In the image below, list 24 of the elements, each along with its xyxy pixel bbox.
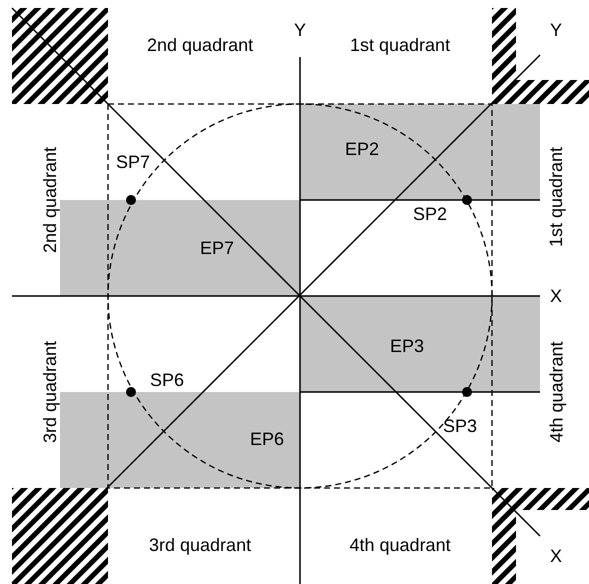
region-label: EP3 bbox=[390, 337, 424, 355]
axis-label: X bbox=[550, 287, 562, 305]
shaded-region bbox=[60, 200, 300, 296]
quadrant-label: 4th quadrant bbox=[547, 341, 566, 443]
quadrant-label: 2nd quadrant bbox=[147, 36, 254, 54]
region-label: EP6 bbox=[250, 430, 284, 448]
shaded-region bbox=[60, 392, 300, 488]
axis-label: Y bbox=[294, 21, 306, 39]
point-label: SP7 bbox=[116, 153, 150, 171]
shaded-region bbox=[300, 104, 540, 200]
quadrant-label: 2nd quadrant bbox=[41, 146, 60, 254]
quadrant-label: 3rd quadrant bbox=[149, 536, 252, 554]
point-label: SP3 bbox=[443, 417, 478, 435]
quadrant-label: 3rd quadrant bbox=[41, 340, 60, 444]
shaded-region bbox=[300, 296, 540, 392]
axis-label: X bbox=[550, 547, 562, 565]
axis-label: Y bbox=[550, 21, 562, 39]
point-label: SP6 bbox=[150, 371, 184, 389]
quadrant-label: 4th quadrant bbox=[350, 536, 451, 554]
quadrant-label: 1st quadrant bbox=[350, 36, 450, 54]
region-label: EP7 bbox=[200, 239, 234, 257]
region-label: EP2 bbox=[345, 140, 380, 158]
point-label: SP2 bbox=[413, 205, 448, 223]
quadrant-label: 1st quadrant bbox=[547, 146, 566, 248]
